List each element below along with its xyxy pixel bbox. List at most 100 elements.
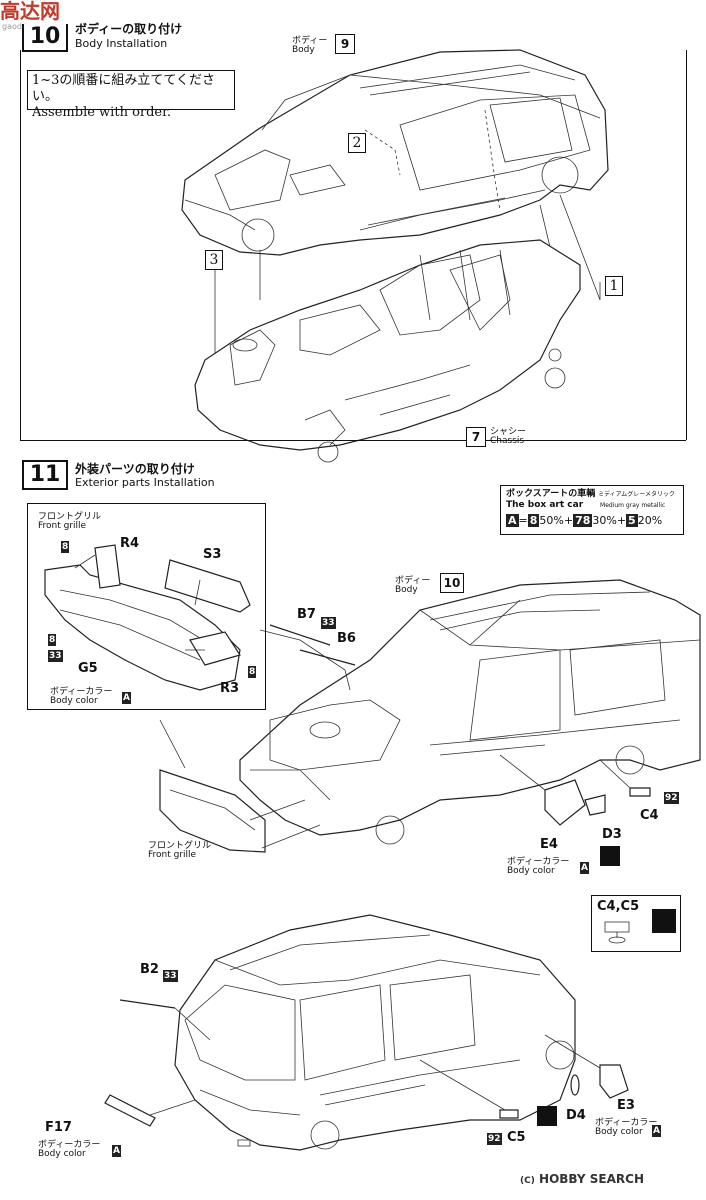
inset-body-color-en: Body color — [50, 696, 98, 706]
part-f17 — [104, 1094, 156, 1127]
wiper-b7 — [269, 624, 331, 646]
front-grille-inset — [27, 503, 266, 710]
step10-body-label-en: Body — [292, 45, 315, 55]
watermark-logo: 高达网 — [0, 0, 60, 22]
assembly-order-note: 1~3の順番に組み立ててください。 Assemble with order. — [27, 70, 235, 120]
part-d4: D4 — [566, 1108, 586, 1123]
part-r3: R3 — [220, 681, 240, 696]
formula-p2: 30% — [592, 514, 617, 527]
part-g5: G5 — [78, 661, 98, 676]
formula-plus2: + — [616, 514, 627, 527]
wiper-b6 — [299, 649, 356, 666]
inset-ref-8-b: 8 — [48, 634, 57, 646]
order-mark-2: 2 — [348, 133, 366, 153]
part-r4: R4 — [120, 536, 140, 551]
watermark-url-text: gaoda.cc — [2, 22, 39, 31]
part-e3: E3 — [617, 1098, 635, 1113]
sidemarker-c4 — [629, 787, 651, 797]
watermark-logo-text: 高达网 — [0, 0, 60, 23]
chrome-paint-icon-d4 — [537, 1106, 557, 1126]
part-b6: B6 — [337, 631, 356, 646]
step-number-11-text: 11 — [29, 462, 61, 487]
box-art-legend: ボックスアートの車輌 ミディアムグレーメタリック The box art car… — [500, 485, 684, 535]
car-front-step11 — [239, 579, 701, 845]
front-grille-part — [159, 769, 266, 853]
step10-title-en: Body Installation — [75, 37, 168, 50]
box-art-subtitle-jp: ミディアムグレーメタリック — [598, 491, 675, 498]
formula-p3: 20% — [637, 514, 663, 527]
step10-title-jp: ボディーの取り付け — [75, 22, 183, 36]
inset-ref-33: 33 — [48, 650, 63, 662]
step10-chassis-label-en: Chassis — [490, 436, 525, 446]
formula-c2: 78 — [573, 514, 593, 527]
step10-frame-line — [20, 50, 21, 440]
step11-grille-jp: フロントグリル — [148, 841, 212, 851]
step11-body-label-en: Body — [395, 585, 418, 595]
part-c4: C4 — [640, 808, 659, 823]
watermark-copyright: (C) — [520, 1176, 535, 1186]
step10-body-label-jp: ボディー — [292, 36, 328, 46]
watermark-brand: HOBBY SEARCH — [539, 1172, 644, 1186]
mirror-glass-d4 — [570, 1074, 580, 1096]
c5-ref-92: 92 — [487, 1133, 502, 1145]
formula-p1: 50% — [539, 514, 564, 527]
step11-body-ref: 10 — [440, 573, 464, 593]
wiper-ref-33: 33 — [321, 617, 336, 629]
mirror-body-color-en: Body color — [507, 866, 555, 876]
e3-body-color-ref: A — [652, 1125, 661, 1137]
mirror-body-color-jp: ボディーカラー — [507, 857, 570, 867]
step10-frame-right — [686, 50, 687, 440]
order-mark-1: 1 — [605, 276, 623, 296]
chassis-step10 — [194, 239, 581, 463]
part-c5: C5 — [507, 1130, 526, 1145]
formula-eq: = — [518, 514, 528, 527]
inset-ref-8-a: 8 — [61, 541, 70, 553]
formula-target: A — [506, 514, 519, 527]
step11-title-jp: 外装パーツの取り付け — [75, 462, 195, 476]
f17-body-color-jp: ボディーカラー — [38, 1140, 101, 1150]
part-d3: D3 — [602, 827, 622, 842]
part-s3: S3 — [203, 547, 222, 562]
note-jp: 1~3の順番に組み立ててください。 — [32, 73, 216, 104]
box-art-subtitle-en: Medium gray metallic — [600, 502, 666, 509]
inset-ref-8-c: 8 — [248, 666, 257, 678]
car-rear-step11 — [174, 914, 576, 1151]
f17-body-color-ref: A — [112, 1145, 121, 1157]
box-art-title-en: The box art car — [506, 500, 584, 510]
part-b2: B2 — [140, 962, 159, 977]
e3-body-color-jp: ボディーカラー — [595, 1118, 658, 1128]
step11-grille-en: Front grille — [148, 850, 197, 860]
c4-ref-92: 92 — [664, 792, 679, 804]
step11-body-label-jp: ボディー — [395, 576, 431, 586]
box-art-row2: The box art car Medium gray metallic — [506, 500, 678, 511]
part-b7: B7 — [297, 607, 316, 622]
f17-body-color-en: Body color — [38, 1149, 86, 1159]
b2-ref-33: 33 — [163, 970, 178, 982]
step11-title-en: Exterior parts Installation — [75, 476, 215, 489]
step-number-10-text: 10 — [29, 24, 61, 49]
front-grille-inset-parts — [44, 544, 251, 691]
e3-body-color-en: Body color — [595, 1127, 643, 1137]
formula-c3: 5 — [626, 514, 638, 527]
step10-chassis-ref: 7 — [466, 427, 486, 447]
chrome-paint-icon-d3 — [600, 846, 620, 866]
inset-body-color-ref: A — [122, 692, 131, 704]
order-mark-3: 3 — [205, 250, 223, 270]
watermark-url: gaoda.cc — [2, 22, 38, 31]
mirror-body-color-ref: A — [580, 862, 589, 874]
step-number-10: 10 — [22, 24, 68, 52]
inset-title-en: Front grille — [38, 521, 87, 531]
inset-title-jp: フロントグリル — [38, 512, 102, 522]
clear-paint-icon-c4c5 — [652, 909, 676, 933]
formula-c1: 8 — [527, 514, 540, 527]
step10-frame-bottom — [20, 440, 686, 441]
part-e4: E4 — [540, 837, 558, 852]
mirror-glass-d3 — [584, 794, 606, 816]
box-art-title-row: ボックスアートの車輌 ミディアムグレーメタリック — [506, 489, 678, 500]
c4c5-detail-box — [591, 895, 681, 952]
mirror-e3 — [599, 1064, 629, 1099]
part-f17-label: F17 — [45, 1120, 72, 1135]
step-number-11: 11 — [22, 460, 68, 490]
step10-body-ref: 9 — [335, 34, 355, 54]
